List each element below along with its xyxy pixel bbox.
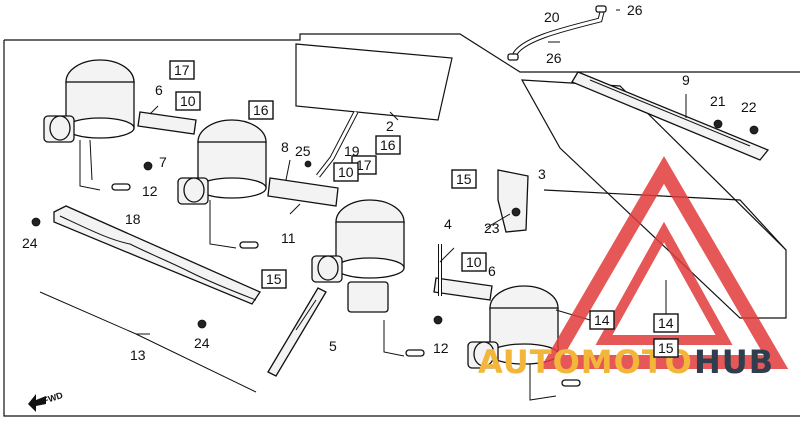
callout-24a: 24 xyxy=(22,235,38,251)
throttle-rod-bar xyxy=(571,71,770,161)
carburetor-3 xyxy=(311,199,425,357)
callout-10c: 10 xyxy=(466,254,482,270)
leader-lines xyxy=(39,9,687,393)
callout-14b: 14 xyxy=(658,315,674,331)
forward-direction-marker: FWD xyxy=(28,390,65,412)
callout-15b: 15 xyxy=(266,271,282,287)
mounting-rail xyxy=(53,205,261,305)
link-plate-1 xyxy=(137,111,197,135)
carburetor-1 xyxy=(43,59,135,191)
callout-23: 23 xyxy=(484,220,500,236)
callout-25: 25 xyxy=(295,143,311,159)
watermark-triangle xyxy=(539,156,789,369)
screw-24a xyxy=(31,217,41,227)
callout-14a: 14 xyxy=(594,312,610,328)
carburetor-2 xyxy=(177,119,267,249)
callout-15a: 15 xyxy=(456,171,472,187)
carburetor-4 xyxy=(467,285,581,401)
callout-8: 8 xyxy=(281,139,289,155)
callout-15c: 15 xyxy=(658,340,674,356)
callout-6a: 6 xyxy=(155,82,163,98)
callout-20: 20 xyxy=(544,9,560,25)
callout-10b: 10 xyxy=(338,164,354,180)
callout-13: 13 xyxy=(130,347,146,363)
right-panel-lower xyxy=(543,189,787,251)
diagram-border xyxy=(3,33,800,417)
callout-16a: 16 xyxy=(253,102,269,118)
callout-6b: 6 xyxy=(488,263,496,279)
screw-12b xyxy=(433,315,443,325)
callout-22: 22 xyxy=(741,99,757,115)
screw-25 xyxy=(304,160,312,168)
callout-19: 19 xyxy=(344,143,360,159)
screw-21 xyxy=(713,119,723,129)
callout-7: 7 xyxy=(159,154,167,170)
link-plate-3 xyxy=(433,277,493,301)
callout-10a: 10 xyxy=(180,93,196,109)
callout-17a: 17 xyxy=(174,62,190,78)
callout-11: 11 xyxy=(281,230,296,246)
forward-label: FWD xyxy=(42,390,65,406)
forward-arrow-icon xyxy=(28,394,46,412)
callout-12b: 12 xyxy=(433,340,449,356)
fuel-hose-clip-bottom xyxy=(507,53,519,61)
fuel-hose-clip-top xyxy=(595,5,607,13)
throttle-panel xyxy=(520,79,787,319)
screw-23 xyxy=(511,207,521,217)
screw-22 xyxy=(749,125,759,135)
callout-26a: 26 xyxy=(627,2,643,18)
callout-4: 4 xyxy=(444,216,452,232)
screw-24b xyxy=(197,319,207,329)
callout-18: 18 xyxy=(125,211,141,227)
screw-12a xyxy=(143,161,153,171)
callout-17b: 17 xyxy=(356,157,372,173)
link-plate-2 xyxy=(267,177,339,207)
callout-21: 21 xyxy=(710,93,726,109)
watermark-text-secondary: HUB xyxy=(694,343,774,381)
mounting-bracket xyxy=(497,169,529,233)
plain-callouts: 20 26 26 9 21 22 6 7 12 2 8 25 19 3 18 1… xyxy=(22,2,757,363)
callout-26b: 26 xyxy=(546,50,562,66)
callout-16b: 16 xyxy=(380,137,396,153)
callout-5: 5 xyxy=(329,338,337,354)
linkage-panel xyxy=(295,43,453,121)
callout-24b: 24 xyxy=(194,335,210,351)
callout-2: 2 xyxy=(386,118,394,134)
adjust-rod xyxy=(267,287,327,377)
callout-12a: 12 xyxy=(142,183,158,199)
boxed-callouts: 17 10 16 16 17 10 15 15 10 14 14 15 xyxy=(169,60,679,358)
callout-9: 9 xyxy=(682,72,690,88)
callout-3: 3 xyxy=(538,166,546,182)
